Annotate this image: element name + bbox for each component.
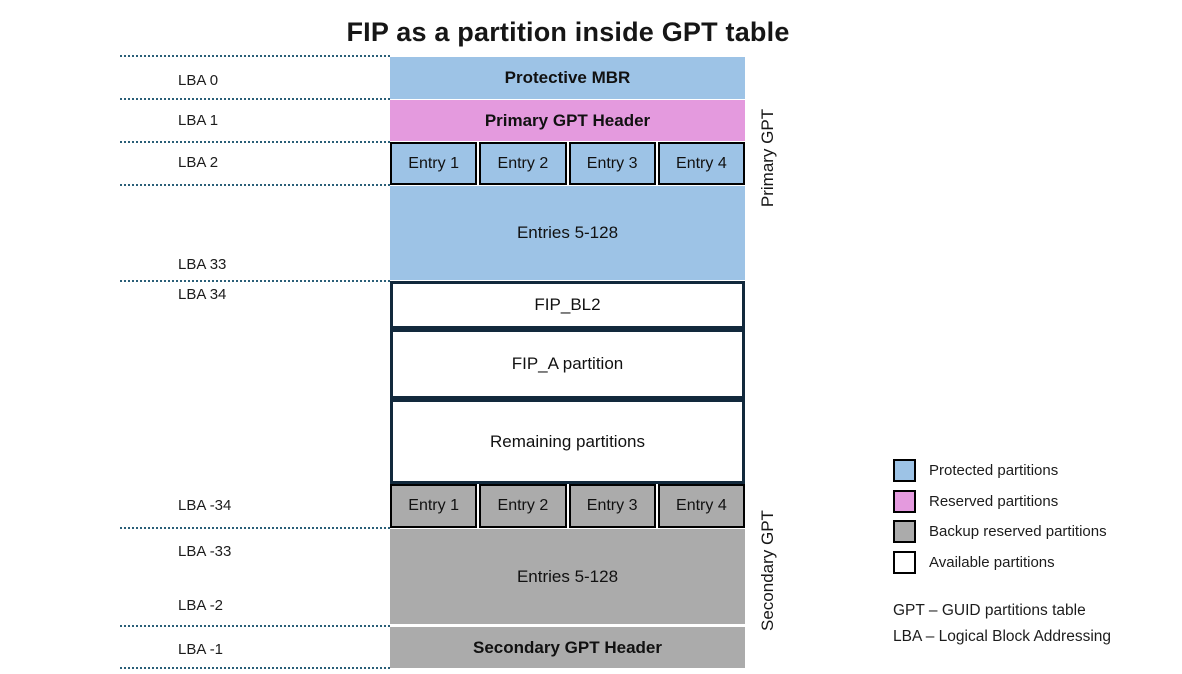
lba-label-2: LBA 2 xyxy=(178,154,219,171)
secondary-entry-row: Entry 1 Entry 2 Entry 3 Entry 4 xyxy=(390,484,745,528)
lba-label-0: LBA 0 xyxy=(178,72,219,89)
block-fip-bl2: FIP_BL2 xyxy=(390,281,745,329)
legend-label-protected: Protected partitions xyxy=(929,462,1059,479)
dotted-separator xyxy=(120,280,390,282)
legend-swatch-available xyxy=(893,551,916,574)
dotted-separator xyxy=(120,667,390,669)
block-protective-mbr: Protective MBR xyxy=(390,57,745,99)
dotted-separator xyxy=(120,55,390,57)
legend-label-reserved: Reserved partitions xyxy=(929,493,1059,510)
legend-item-protected: Protected partitions xyxy=(893,459,1058,482)
secondary-entry-1: Entry 1 xyxy=(390,484,478,528)
lba-label-neg34: LBA -34 xyxy=(178,497,232,514)
diagram-title: FIP as a partition inside GPT table xyxy=(346,17,790,47)
legend-label-backup-reserved: Backup reserved partitions xyxy=(929,523,1107,540)
dotted-separator xyxy=(120,141,390,143)
block-secondary-entries-5-128: Entries 5-128 xyxy=(390,529,745,624)
lba-label-34: LBA 34 xyxy=(178,286,227,303)
block-secondary-gpt-header: Secondary GPT Header xyxy=(390,627,745,668)
primary-entry-3: Entry 3 xyxy=(568,142,656,185)
primary-entry-4: Entry 4 xyxy=(657,142,745,185)
secondary-entry-3: Entry 3 xyxy=(568,484,656,528)
lba-label-1: LBA 1 xyxy=(178,112,219,129)
legend-swatch-reserved xyxy=(893,490,916,513)
dotted-separator xyxy=(120,184,390,186)
legend-item-reserved: Reserved partitions xyxy=(893,490,1058,513)
secondary-entry-2: Entry 2 xyxy=(479,484,567,528)
legend-item-available: Available partitions xyxy=(893,551,1055,574)
lba-label-33: LBA 33 xyxy=(178,256,227,273)
dotted-separator xyxy=(120,98,390,100)
dotted-separator xyxy=(120,527,390,529)
primary-entry-row: Entry 1 Entry 2 Entry 3 Entry 4 xyxy=(390,142,745,185)
primary-entry-2: Entry 2 xyxy=(479,142,567,185)
block-primary-entries-5-128: Entries 5-128 xyxy=(390,186,745,280)
lba-label-neg2: LBA -2 xyxy=(178,597,224,614)
secondary-gpt-side-label: Secondary GPT xyxy=(758,510,777,631)
block-remaining-partitions: Remaining partitions xyxy=(390,399,745,484)
abbreviation-lba: LBA – Logical Block Addressing xyxy=(893,628,1111,645)
dotted-separator xyxy=(120,625,390,627)
primary-entry-1: Entry 1 xyxy=(390,142,478,185)
legend-swatch-protected xyxy=(893,459,916,482)
block-fip-a-partition: FIP_A partition xyxy=(390,329,745,399)
legend-item-backup-reserved: Backup reserved partitions xyxy=(893,520,1107,543)
primary-gpt-side-label: Primary GPT xyxy=(758,108,777,208)
lba-label-neg1: LBA -1 xyxy=(178,641,224,658)
legend-label-available: Available partitions xyxy=(929,554,1055,571)
lba-label-neg33: LBA -33 xyxy=(178,543,232,560)
secondary-entry-4: Entry 4 xyxy=(657,484,745,528)
legend-swatch-backup-reserved xyxy=(893,520,916,543)
abbreviation-gpt: GPT – GUID partitions table xyxy=(893,602,1086,619)
block-primary-gpt-header: Primary GPT Header xyxy=(390,100,745,141)
